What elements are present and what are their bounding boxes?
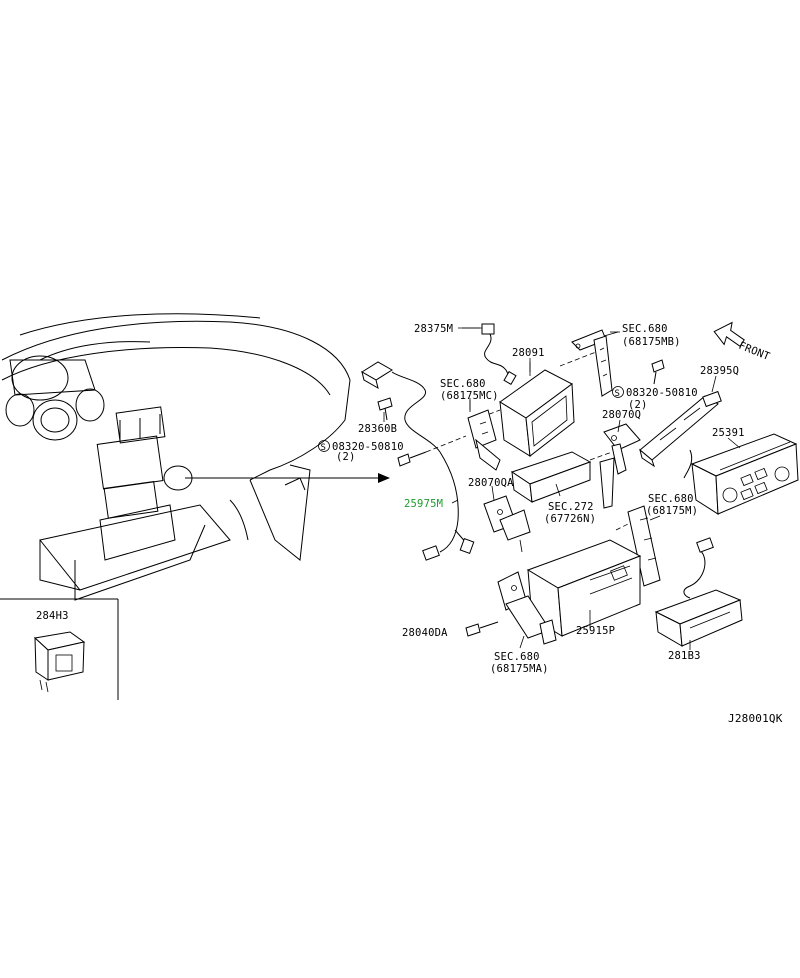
front-direction-indicator: FRONT xyxy=(713,321,772,364)
label-25915P: 25915P xyxy=(576,625,615,637)
part-28040DA-screw xyxy=(465,621,499,637)
part-screw-08320-right xyxy=(651,359,665,385)
inset-box-284H3: 284H3 xyxy=(0,598,119,700)
label-28040DA: 28040DA xyxy=(402,627,448,639)
leader-lines xyxy=(383,327,741,650)
part-28070Q-bracket xyxy=(599,423,641,509)
label-25975M: 25975M xyxy=(404,498,443,510)
label-sec680-mb-line2: (68175MB) xyxy=(622,336,681,348)
part-28395Q-switch-panel xyxy=(639,390,722,479)
part-28070QA-bracket xyxy=(483,495,531,553)
label-sec680-m-line1: SEC.680 xyxy=(648,493,694,505)
label-25391: 25391 xyxy=(712,427,745,439)
part-screw-08320-left xyxy=(397,435,467,467)
part-bracket-68175MA xyxy=(497,571,557,645)
label-qty-2-left: (2) xyxy=(336,451,356,463)
label-qty-2-right: (2) xyxy=(628,399,648,411)
label-sec272-line2: (67726N) xyxy=(544,513,596,525)
part-25975M-harness xyxy=(361,361,475,561)
label-284H3: 284H3 xyxy=(36,610,69,622)
label-sec680-m-line2: (68175M) xyxy=(646,505,698,517)
label-08320-50810-right: 08320-50810 xyxy=(626,387,698,399)
label-28395Q: 28395Q xyxy=(700,365,739,377)
label-28375M: 28375M xyxy=(414,323,453,335)
label-sec680-ma-line1: SEC.680 xyxy=(494,651,540,663)
label-281B3: 281B3 xyxy=(668,650,701,662)
label-sec680-mb-line1: SEC.680 xyxy=(622,323,668,335)
part-281B3-panel xyxy=(654,537,743,647)
label-28070Q: 28070Q xyxy=(602,409,641,421)
part-bracket-68175MC xyxy=(467,400,501,471)
front-label: FRONT xyxy=(737,340,772,364)
part-bracket-68175MB xyxy=(571,329,620,397)
part-labels: 28375M 28091 SEC.680 (68175MB) SEC.680 (… xyxy=(318,323,745,675)
diagram-id: J28001QK xyxy=(728,712,783,725)
part-28375M-cable xyxy=(462,323,517,386)
dashboard-overview-illustration xyxy=(1,313,390,601)
part-28360B-screw xyxy=(377,397,393,421)
label-28360B: 28360B xyxy=(358,423,397,435)
part-25391-control-panel xyxy=(690,433,799,515)
part-67726N-module xyxy=(510,451,613,504)
s-symbol-left: S xyxy=(321,443,327,453)
label-sec272-line1: SEC.272 xyxy=(548,501,594,513)
label-sec680-ma-line2: (68175MA) xyxy=(490,663,549,675)
label-08320-50810-left: 08320-50810 xyxy=(332,441,404,453)
label-28070QA: 28070QA xyxy=(468,477,514,489)
label-28091: 28091 xyxy=(512,347,545,359)
label-sec680-mc-line1: SEC.680 xyxy=(440,378,486,390)
label-sec680-mc-line2: (68175MC) xyxy=(440,390,499,402)
s-symbol-right: S xyxy=(615,389,621,399)
